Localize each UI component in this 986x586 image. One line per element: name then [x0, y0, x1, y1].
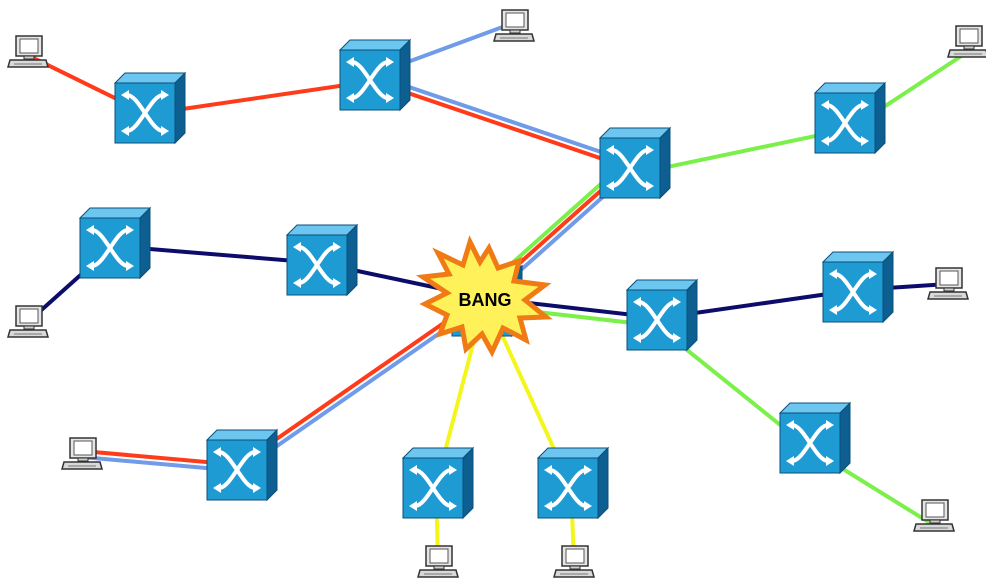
switch-icon-s13[interactable]	[536, 446, 610, 520]
switch-icon-s8[interactable]	[625, 278, 699, 352]
computer-icon-pc1[interactable]	[7, 35, 49, 68]
computer-icon-pc3[interactable]	[947, 25, 986, 58]
switch-icon-s6[interactable]	[285, 223, 359, 297]
computer-icon-pc9[interactable]	[553, 545, 595, 578]
switch-icon-s12[interactable]	[401, 446, 475, 520]
computer-icon-pc2[interactable]	[493, 9, 535, 42]
switch-icon-s1[interactable]	[113, 71, 187, 145]
switch-icon-s9[interactable]	[821, 250, 895, 324]
bang-burst: BANG	[415, 235, 553, 358]
explosion-icon	[415, 235, 553, 358]
bang-label: BANG	[459, 290, 512, 310]
computer-icon-pc4[interactable]	[7, 305, 49, 338]
switch-icon-s10[interactable]	[778, 401, 852, 475]
switch-icon-s5[interactable]	[78, 206, 152, 280]
switch-icon-s3[interactable]	[598, 126, 672, 200]
link-s2-s3-blue	[371, 73, 636, 166]
switch-icon-s2[interactable]	[338, 38, 412, 112]
computer-icon-pc7[interactable]	[61, 437, 103, 470]
link-s2-s3-red	[370, 78, 635, 171]
switch-icon-s4[interactable]	[813, 81, 887, 155]
switch-icon-s11[interactable]	[205, 428, 279, 502]
link-s1-s2-red	[146, 78, 376, 116]
computer-icon-pc8[interactable]	[417, 545, 459, 578]
